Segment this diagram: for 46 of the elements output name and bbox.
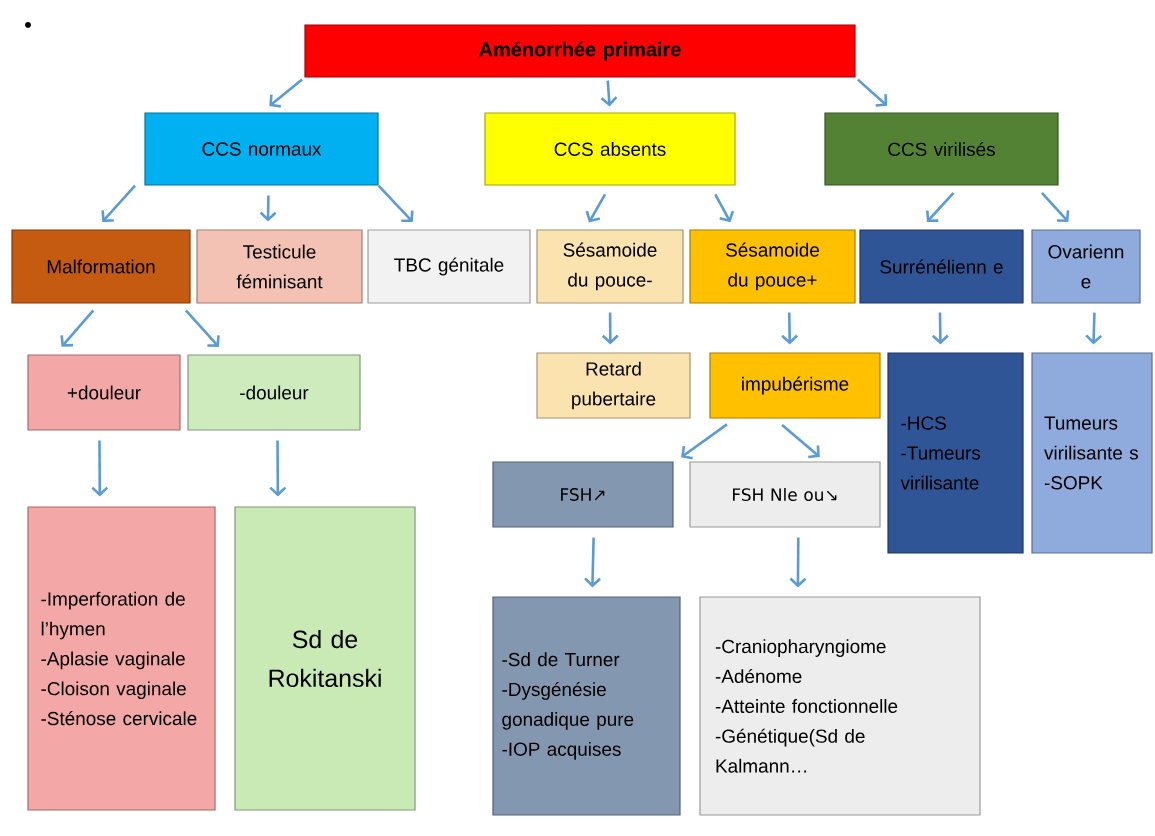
category-box: Ovarienn e [1031, 229, 1141, 304]
arrow [857, 78, 888, 107]
arrow [269, 440, 287, 497]
arrow [789, 537, 807, 588]
arrow [600, 80, 618, 107]
arrow [584, 537, 601, 588]
arrow [101, 184, 136, 222]
category-box: Sésamoide du pouce- [536, 229, 684, 304]
arrow [259, 195, 277, 222]
category-box: CCS virilisés [824, 112, 1059, 186]
arrow [585, 193, 607, 223]
category-box: -douleur [187, 354, 361, 431]
category-box: TBC génitale [367, 229, 531, 304]
arrow [714, 193, 735, 223]
bullet: • [25, 21, 31, 28]
category-box: Malformation [11, 229, 191, 304]
category-box: FSH↗ [492, 461, 674, 528]
category-box: Tumeurs virilisante s -SOPK [1031, 352, 1153, 554]
category-box: FSH Nle ou↘ [689, 461, 881, 528]
arrow [377, 184, 414, 223]
arrow [781, 312, 798, 345]
arrow [1085, 312, 1103, 345]
arrow [781, 424, 820, 459]
category-box: -Imperforation de l’hymen -Aplasie vaginale -Cloison vaginale -Sténose cervicale [27, 506, 216, 811]
category-box: Surrénélienn e [859, 229, 1024, 304]
category-box: -Sd de Turner -Dysgénésie gonadique pure -IOP acquises [492, 596, 681, 816]
arrow [91, 440, 109, 497]
arrow [681, 423, 728, 460]
category-box: Retard pubertaire [536, 352, 691, 419]
arrow [601, 312, 619, 345]
arrow [926, 192, 955, 223]
category-box: impubérisme [709, 352, 881, 419]
arrow [60, 309, 95, 347]
arrow [269, 78, 303, 108]
title-box: Aménorrhée primaire [304, 24, 856, 78]
category-box: Testicule féminisant [196, 229, 363, 304]
category-box: -HCS -Tumeurs virilisante [887, 352, 1024, 554]
arrow [931, 312, 949, 345]
category-box: Sd de Rokitanski [234, 506, 416, 811]
category-box: CCS absents [484, 112, 736, 186]
category-box: CCS normaux [144, 112, 379, 186]
category-box: -Craniopharyngiome -Adénome -Atteinte fonctionnelle -Génétique(Sd de Kalmann… [699, 596, 981, 816]
category-box: +douleur [27, 354, 181, 431]
arrow [1040, 192, 1070, 222]
category-box: Sésamoide du pouce+ [689, 229, 856, 304]
arrow [184, 309, 220, 347]
